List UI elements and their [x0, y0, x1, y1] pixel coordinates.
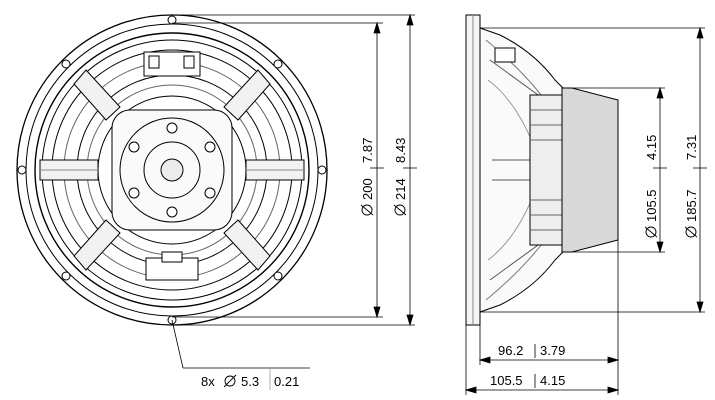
- magnet-screws: [128, 122, 216, 218]
- holes-diameter-symbol: [223, 374, 237, 388]
- diameter-symbol-icon: [361, 204, 373, 216]
- dim-1055h-mm: 105.5: [490, 373, 523, 388]
- holes-mm: 5.3: [241, 374, 259, 389]
- dim-1857-mm: 185.7: [684, 189, 699, 222]
- basket-spokes: [39, 69, 305, 271]
- dim-label-200: 200: [360, 178, 375, 216]
- diameter-symbol-icon: [685, 226, 697, 238]
- dim-label-1857: 185.7: [684, 189, 699, 238]
- dim-1857-in: 7.31: [684, 135, 699, 160]
- diameter-symbol-icon: [394, 204, 406, 216]
- dim-1055v-in: 4.15: [644, 135, 659, 160]
- mounting-holes: [17, 15, 327, 325]
- dim-200-in: 7.87: [360, 138, 375, 163]
- frame-inner-circle: [34, 32, 310, 308]
- rear-plate: [561, 87, 619, 253]
- terminal-block-top: [143, 51, 201, 77]
- dim-962-in: 3.79: [540, 343, 565, 358]
- dim-label-1055v: 105.5: [644, 189, 659, 238]
- dim-214-mm: 214: [393, 178, 408, 200]
- terminal-block-bottom: [145, 251, 199, 281]
- dim-label-214: 214: [393, 178, 408, 216]
- dim-1055h-in: 4.15: [540, 373, 565, 388]
- dim-200-mm: 200: [360, 178, 375, 200]
- side-view: [465, 14, 619, 326]
- pole-piece: [143, 141, 201, 199]
- diameter-symbol-icon: [224, 375, 236, 387]
- front-view: [16, 14, 328, 326]
- magnet-ring: [119, 117, 225, 223]
- front-dimension-lines: [171, 13, 417, 390]
- side-dimension-lines: [464, 26, 707, 395]
- side-terminal: [494, 47, 516, 63]
- dim-962-mm: 96.2: [498, 343, 523, 358]
- holes-count: 8x: [201, 374, 215, 389]
- diameter-symbol-icon: [645, 226, 657, 238]
- dim-1055v-mm: 105.5: [644, 189, 659, 222]
- vent-hole: [160, 158, 184, 182]
- dim-214-in: 8.43: [393, 138, 408, 163]
- holes-in: 0.21: [274, 374, 299, 389]
- magnet-assembly: [529, 94, 563, 246]
